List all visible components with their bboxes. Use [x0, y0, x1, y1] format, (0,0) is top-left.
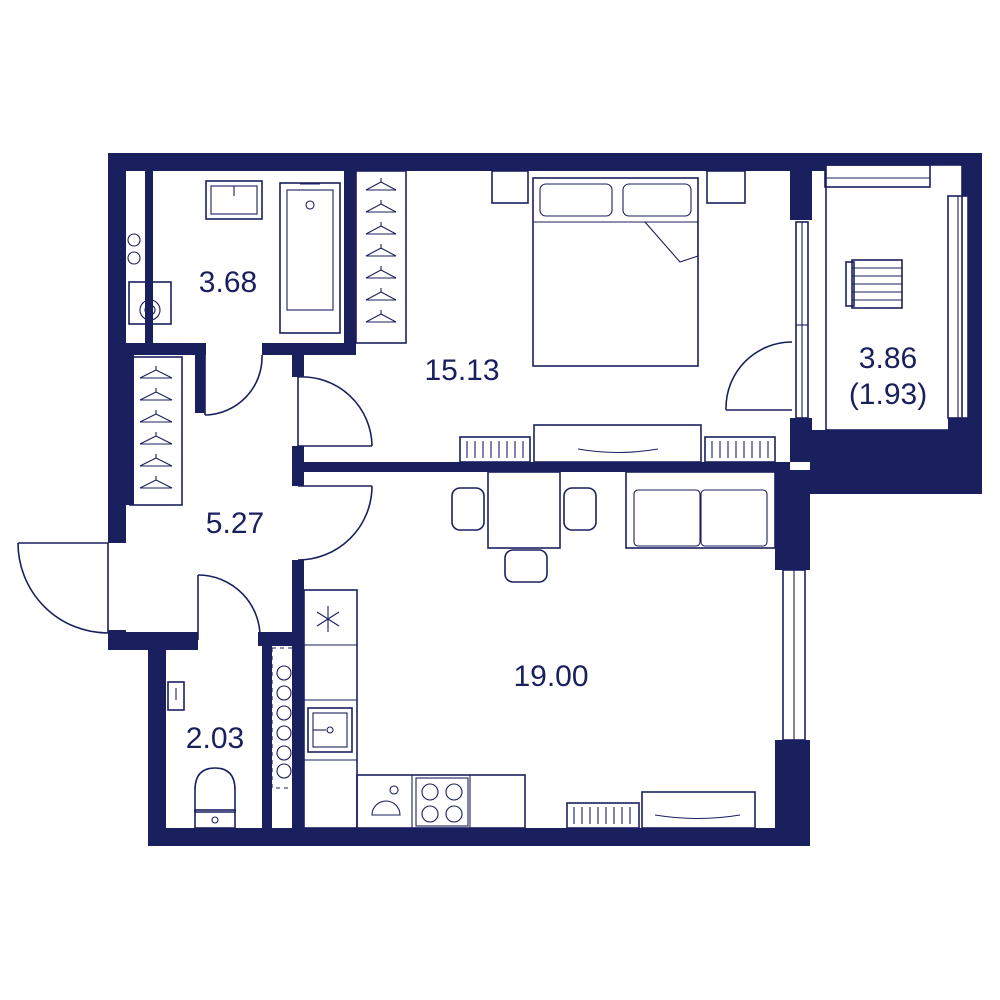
tv-unit [641, 791, 756, 829]
balcony-area: 3.86 [859, 342, 917, 375]
kitchen-living: 19.00 [303, 471, 776, 829]
door-swing-icon [204, 354, 263, 416]
toilet-area: 2.03 [186, 722, 244, 755]
kitchen-living-area: 19.00 [513, 660, 588, 693]
door-swing-icon [17, 542, 109, 634]
pipe-shaft [271, 647, 295, 789]
bathtub-icon [279, 182, 341, 334]
door-swing-icon [725, 341, 793, 410]
bathroom-area: 3.68 [199, 266, 257, 299]
dresser [533, 424, 702, 463]
sofa-icon [625, 471, 776, 549]
hallway-closet [129, 356, 183, 506]
toilet-room: 2.03 [167, 647, 295, 829]
pipe-shaft [127, 233, 141, 265]
window-icon [824, 164, 931, 188]
radiator-icon [704, 436, 776, 463]
window-icon [782, 569, 806, 741]
door-swing-icon [297, 485, 373, 561]
radiator-icon [566, 802, 640, 829]
coat-hanger-icon [365, 178, 397, 323]
nightstand [706, 170, 746, 204]
wardrobe [355, 170, 407, 344]
stove-icon [415, 777, 469, 827]
balcony: 3.86 (1.93) [825, 164, 963, 431]
walls [108, 153, 982, 846]
bedroom: 15.13 [424, 170, 793, 463]
washing-machine-icon [128, 281, 172, 325]
bathroom: 3.68 [127, 180, 341, 334]
nightstand [491, 170, 529, 204]
radiator-icon [459, 436, 531, 463]
door-swing-icon [197, 574, 261, 641]
sink-icon [205, 180, 263, 220]
deck-chair-icon [845, 259, 903, 309]
balcony-reduced-area: (1.93) [849, 378, 927, 411]
window-icon [795, 221, 809, 419]
fridge-icon [316, 606, 340, 632]
dining-table-icon [451, 471, 597, 583]
windows [782, 164, 969, 741]
kitchen-counter [303, 589, 526, 829]
sink-icon [167, 681, 185, 711]
hallway-area: 5.27 [206, 507, 264, 540]
toilet-icon [194, 767, 236, 829]
hallway: 5.27 [17, 354, 373, 641]
window-icon [947, 195, 969, 419]
bedroom-area: 15.13 [424, 354, 499, 387]
dishwasher-icon [371, 785, 401, 816]
door-swing-icon [297, 376, 373, 447]
bed-icon [532, 177, 699, 367]
sink-icon [307, 707, 353, 753]
